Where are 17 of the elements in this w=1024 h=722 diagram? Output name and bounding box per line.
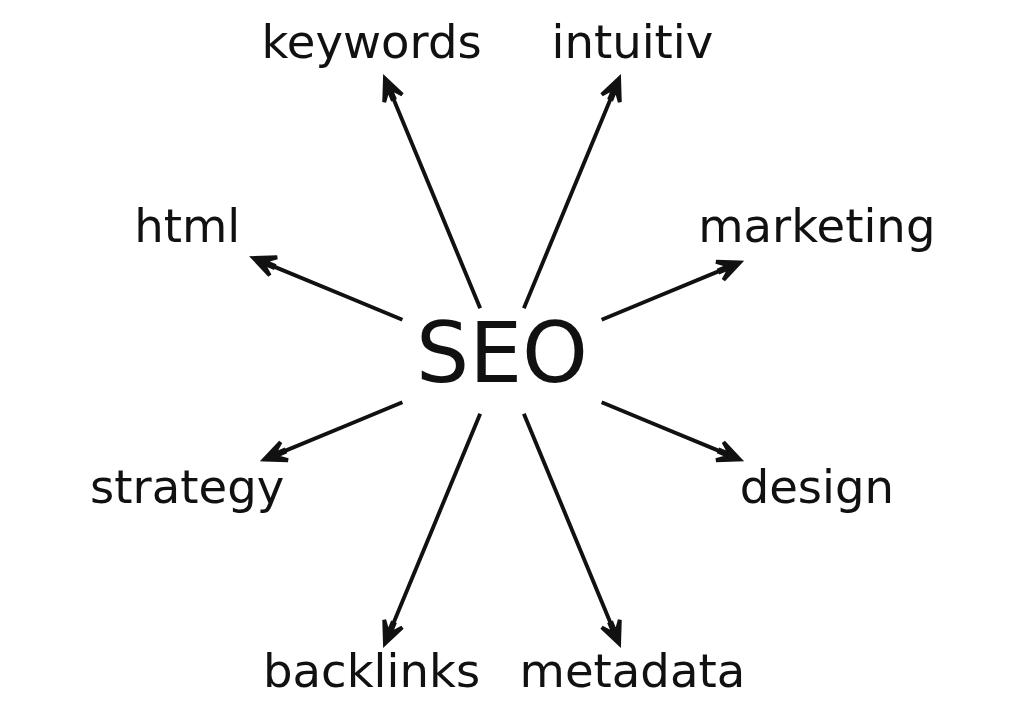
node-text: strategy bbox=[89, 460, 284, 515]
arrow bbox=[600, 259, 742, 322]
arrow bbox=[521, 412, 622, 646]
node-text: design bbox=[739, 460, 894, 515]
arrow bbox=[250, 255, 403, 322]
arrow bbox=[261, 400, 403, 463]
node-text: metadata bbox=[519, 644, 745, 699]
arrow bbox=[381, 412, 482, 646]
arrow bbox=[521, 76, 622, 310]
arrow bbox=[381, 76, 482, 310]
node-text: intuitiv bbox=[550, 14, 713, 69]
node-text: backlinks bbox=[262, 644, 480, 699]
node-text: SEO bbox=[415, 304, 588, 403]
node-text: html bbox=[133, 199, 240, 254]
node-text: keywords bbox=[261, 14, 482, 69]
node-text: marketing bbox=[697, 199, 935, 254]
arrow bbox=[600, 400, 742, 463]
